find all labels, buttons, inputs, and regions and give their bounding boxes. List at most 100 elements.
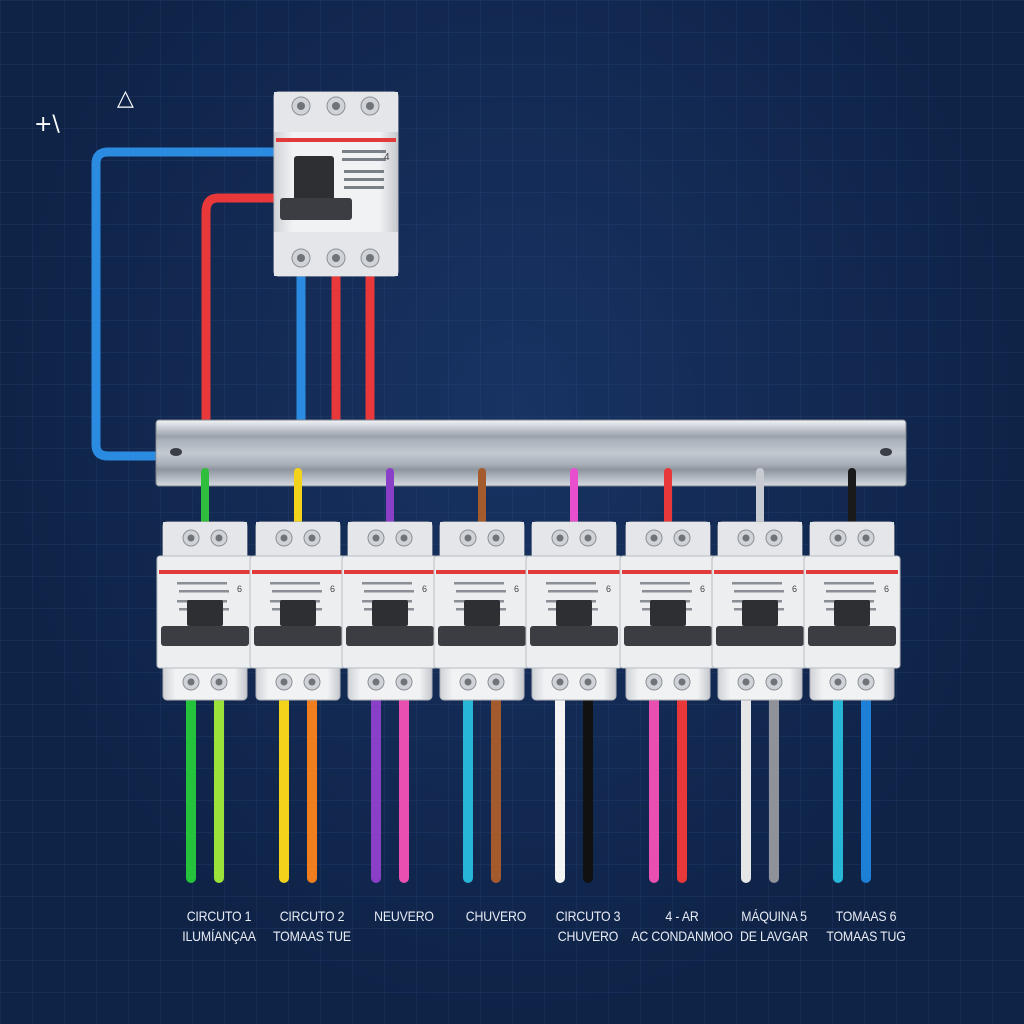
din-rail (155, 419, 907, 487)
circuit-label-line1: TOMAAS 6 (835, 908, 897, 924)
breaker-lever[interactable] (438, 626, 526, 646)
terminal-screw-center (187, 678, 195, 686)
breaker-top-cap (718, 522, 802, 558)
circuit-breaker-8[interactable]: 6 (803, 468, 901, 883)
main-breaker-lever[interactable] (280, 198, 352, 220)
terminal-screw-center (742, 678, 750, 686)
terminal-screw-center (492, 534, 500, 542)
terminal-screw-center (834, 678, 842, 686)
terminal-screw-center (492, 678, 500, 686)
main-breaker-lever-housing (294, 156, 334, 204)
breaker-pole-label: 6 (792, 584, 797, 594)
terminal-screw-center (372, 534, 380, 542)
circuit-label-line2: CHUVERO (557, 928, 619, 944)
breaker-top-cap (532, 522, 616, 558)
circuit-label-3: NEUVERO (351, 906, 457, 926)
terminal-screw-center (834, 534, 842, 542)
terminal-screw-center (862, 534, 870, 542)
circuit-breaker-5[interactable]: 6 (525, 468, 623, 883)
breaker-lever-housing (280, 600, 316, 626)
breaker-top-cap (163, 522, 247, 558)
triangle-warning-icon: △ (117, 86, 134, 111)
breaker-top-cap (256, 522, 340, 558)
breaker-fine-print (272, 590, 322, 593)
circuit-label-line1: CHUVERO (465, 908, 527, 924)
circuit-breaker-6[interactable]: 6 (619, 468, 717, 883)
terminal-screw-center (464, 534, 472, 542)
breaker-fine-print (177, 582, 227, 585)
breaker-lever-housing (372, 600, 408, 626)
breaker-top-cap (626, 522, 710, 558)
circuit-breaker-3[interactable]: 6 (341, 468, 439, 883)
terminal-screw-center (280, 534, 288, 542)
main-breaker[interactable]: 4 (273, 91, 399, 277)
circuit-breaker-1[interactable]: 6 (156, 468, 254, 883)
terminal-screw-center (400, 678, 408, 686)
breaker-fine-print (364, 590, 414, 593)
breaker-lever[interactable] (346, 626, 434, 646)
breaker-lever-housing (650, 600, 686, 626)
breaker-lever-housing (187, 600, 223, 626)
breaker-pole-label: 6 (237, 584, 242, 594)
breaker-fine-print (732, 582, 782, 585)
breaker-fine-print (270, 582, 320, 585)
breaker-stripe (344, 570, 436, 574)
breaker-pole-label: 6 (514, 584, 519, 594)
breaker-lever[interactable] (530, 626, 618, 646)
breaker-fine-print (546, 582, 596, 585)
breaker-lever[interactable] (624, 626, 712, 646)
terminal-screw-center (464, 678, 472, 686)
breaker-stripe (622, 570, 714, 574)
circuit-label-line2: AC CONDANMOO (631, 928, 733, 944)
circuit-label-4: CHUVERO (443, 906, 549, 926)
breaker-stripe (806, 570, 898, 574)
breaker-fine-print (826, 590, 876, 593)
terminal-screw-center (556, 534, 564, 542)
terminal-screw-center (400, 534, 408, 542)
circuit-label-line1: 4 - AR (665, 908, 699, 924)
breaker-fine-print (179, 590, 229, 593)
breaker-fine-print (734, 590, 784, 593)
terminal-screw-center (862, 678, 870, 686)
breaker-stripe (714, 570, 806, 574)
breaker-stripe (436, 570, 528, 574)
breaker-top-cap (440, 522, 524, 558)
circuit-label-6: 4 - AR AC CONDANMOO (629, 906, 735, 946)
breaker-fine-print (640, 582, 690, 585)
plus-arrow-icon: +\ (34, 112, 60, 137)
breaker-lever[interactable] (161, 626, 249, 646)
breaker-pole-label: 6 (422, 584, 427, 594)
terminal-screw-center (584, 678, 592, 686)
terminal-screw-center (280, 678, 288, 686)
breaker-pole-label: 6 (606, 584, 611, 594)
main-breaker-stripe (276, 138, 396, 142)
terminal-screw-center (584, 534, 592, 542)
circuit-label-line1: CIRCUTO 3 (555, 908, 621, 924)
circuit-breaker-2[interactable]: 6 (249, 468, 347, 883)
terminal-screw-center (678, 678, 686, 686)
phase-feed-wire (201, 193, 287, 437)
terminal-screw-center (770, 534, 778, 542)
terminal-screw-center (770, 678, 778, 686)
circuit-breaker-4[interactable]: 6 (433, 468, 531, 883)
terminal-screw-center (650, 534, 658, 542)
terminal-screw-center (372, 678, 380, 686)
terminal-screw-center (215, 678, 223, 686)
feed-wires (91, 147, 375, 461)
circuit-label-5: CIRCUTO 3 CHUVERO (535, 906, 641, 946)
circuit-label-line1: CIRCUTO 1 (186, 908, 252, 924)
circuit-breaker-7[interactable]: 6 (711, 468, 809, 883)
breaker-lever[interactable] (716, 626, 804, 646)
breaker-lever[interactable] (254, 626, 342, 646)
terminal-screw-center (650, 678, 658, 686)
breaker-lever-housing (834, 600, 870, 626)
breaker-pole-label: 6 (700, 584, 705, 594)
breaker-lever[interactable] (808, 626, 896, 646)
breaker-fine-print (454, 582, 504, 585)
neutral-feed-wire (91, 147, 301, 461)
main-breaker-bottom-terminals (291, 248, 380, 268)
breaker-pole-label: 6 (884, 584, 889, 594)
